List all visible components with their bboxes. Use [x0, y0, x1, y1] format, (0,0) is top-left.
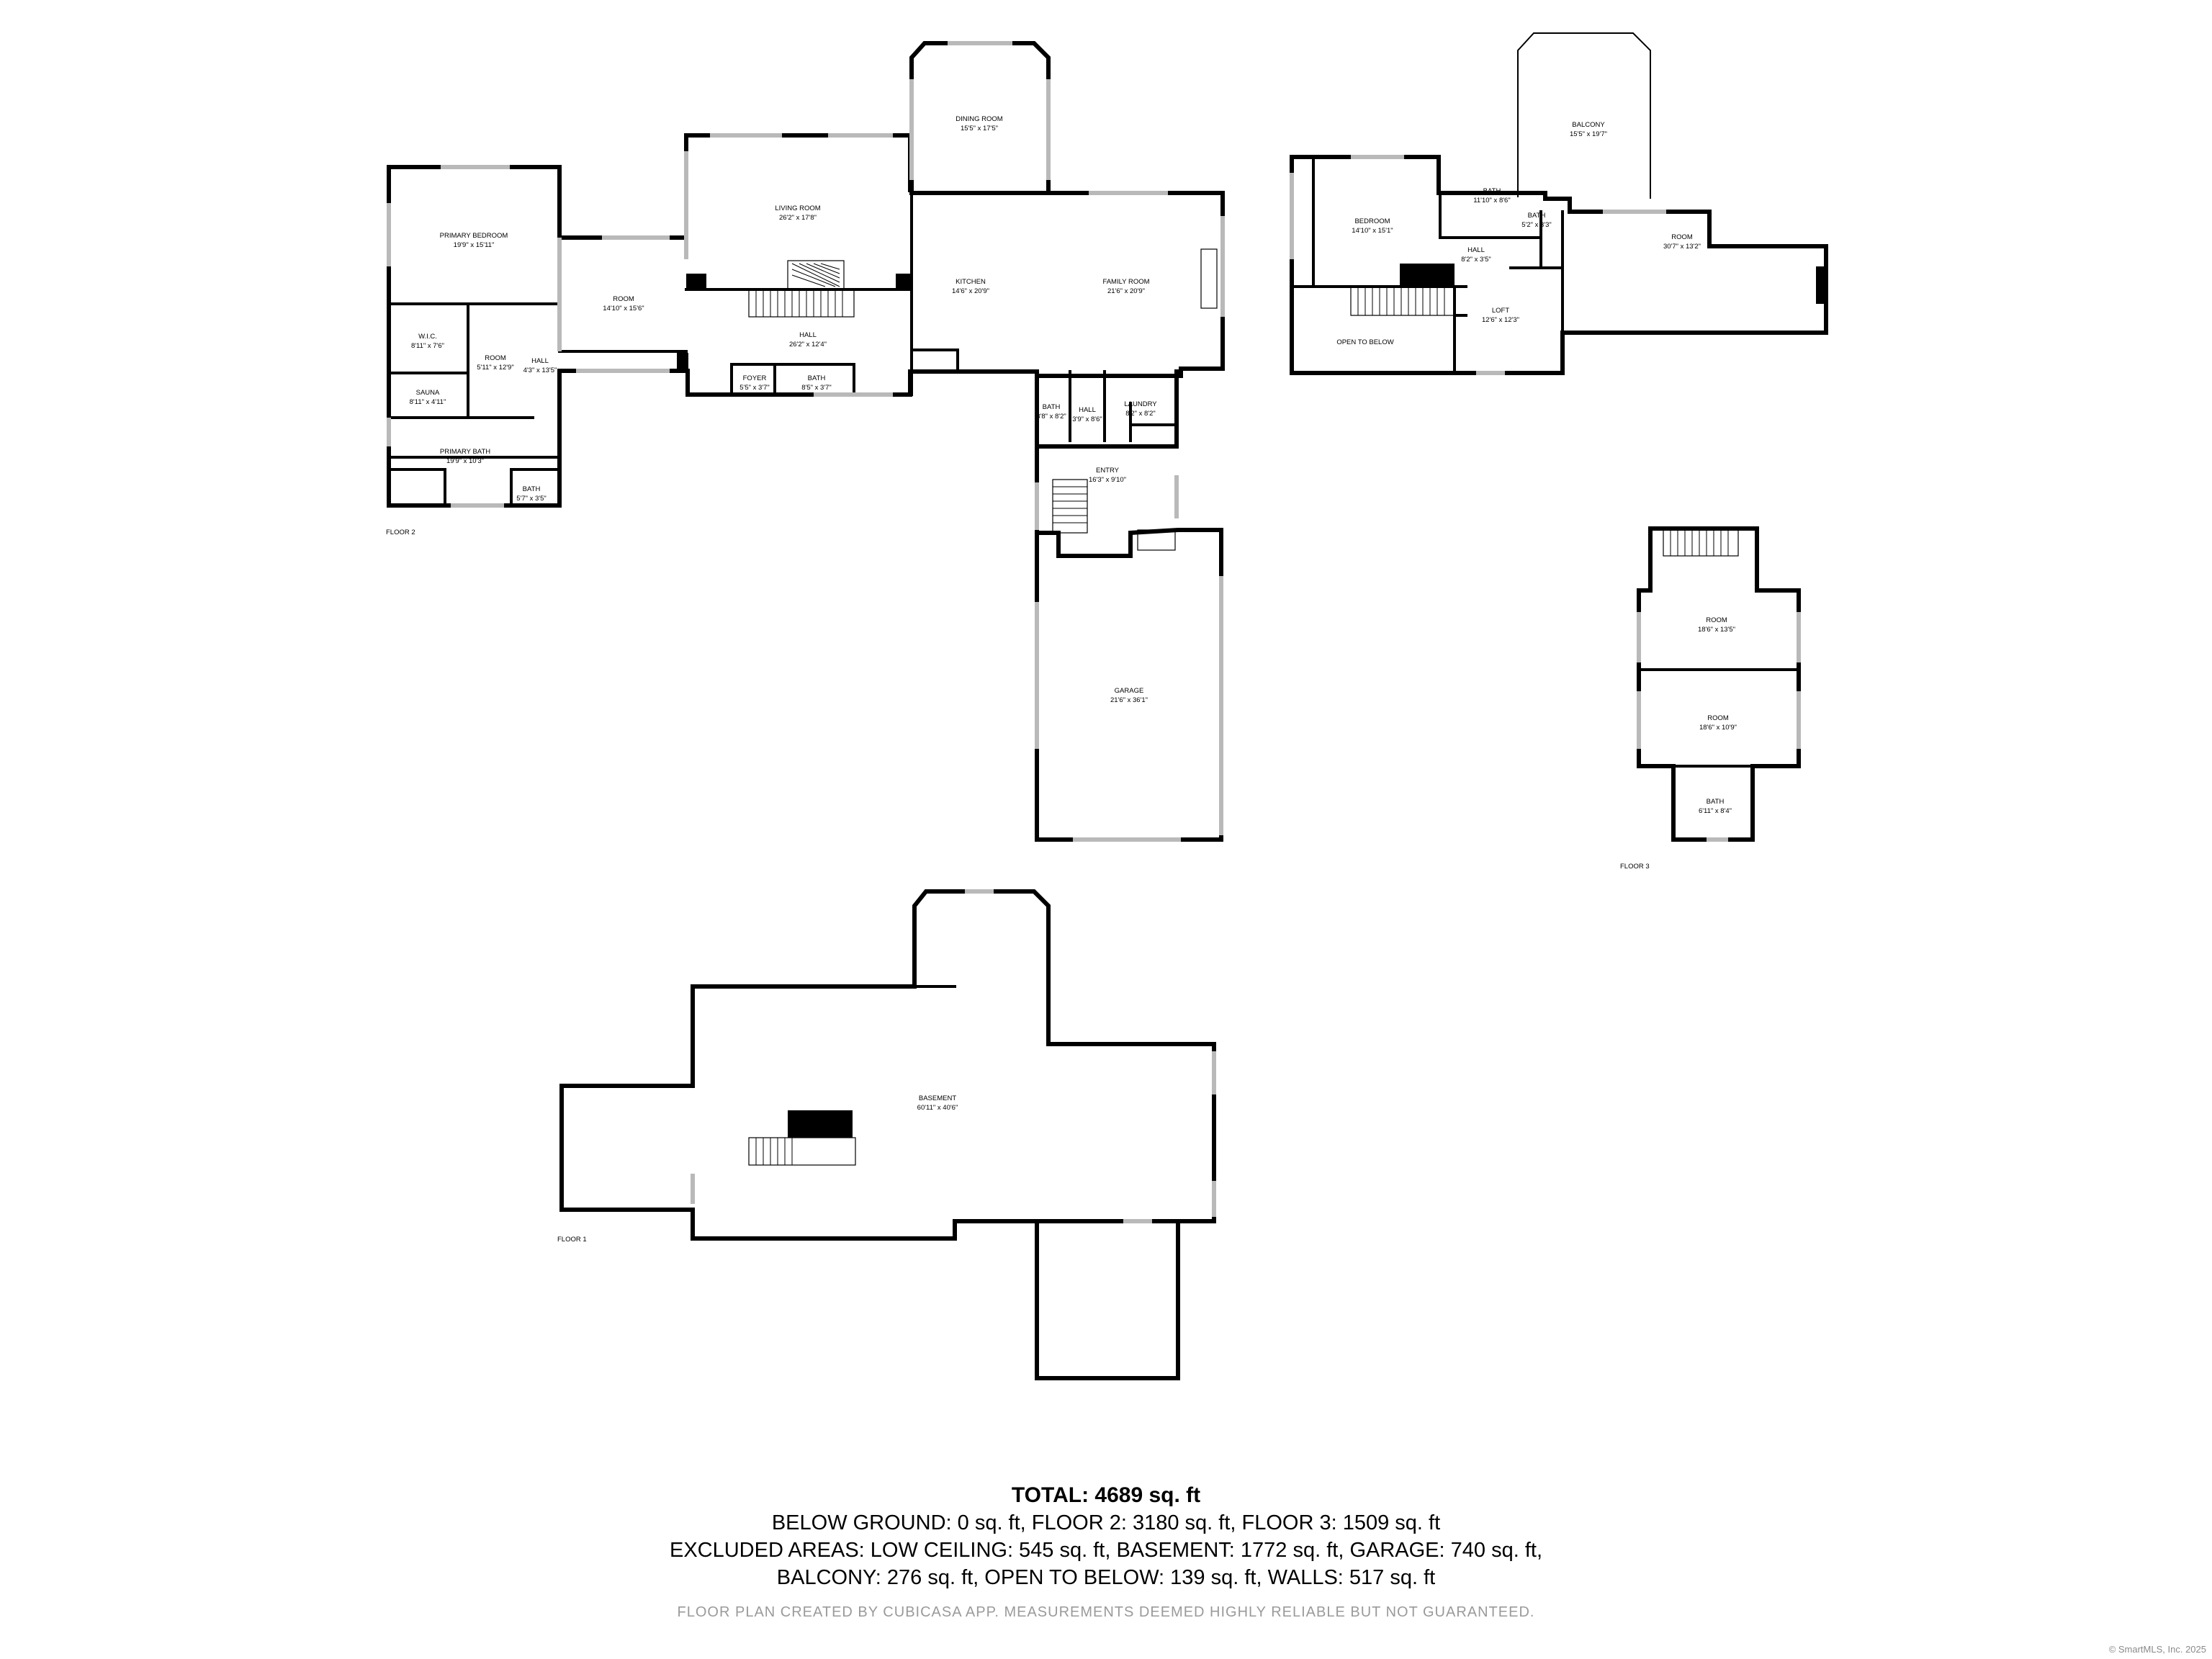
room-dim: 18'6" x 10'9" [1699, 724, 1737, 732]
room-dim: 26'2" x 12'4" [789, 341, 827, 349]
room-name: ROOM [485, 354, 506, 362]
copyright-credit: © SmartMLS, Inc. 2025 [2108, 1644, 2206, 1655]
room-dim: 18'6" x 13'5" [1698, 626, 1735, 634]
room-name: FAMILY ROOM [1102, 278, 1149, 286]
room-dim: 4'3" x 13'5" [523, 367, 557, 374]
room-dim: 8'11" x 4'11" [410, 398, 446, 406]
room-dim: 5'11" x 12'9" [477, 364, 513, 372]
room-dim: 8'11" x 7'6" [411, 342, 444, 350]
room-name: ROOM [1706, 616, 1727, 624]
room-dim: 26'2" x 17'8" [779, 214, 817, 222]
room-dim: 5'2" x 3'3" [1521, 221, 1552, 229]
floor-2-label: FLOOR 2 [386, 529, 415, 536]
room-name: ROOM [613, 295, 634, 303]
total-area: TOTAL: 4689 sq. ft [1011, 1483, 1201, 1507]
room-name: HALL [1467, 246, 1485, 254]
area-breakdown-line-1: BELOW GROUND: 0 sq. ft, FLOOR 2: 3180 sq… [771, 1511, 1441, 1534]
floor-2-plan [387, 41, 1225, 842]
room-name: PRIMARY BATH [440, 448, 490, 456]
floor-plan: PRIMARY BEDROOM 19'9" x 15'11" ROOM 14'1… [386, 32, 1828, 1380]
room-name: ENTRY [1096, 467, 1120, 475]
floor-labels: FLOOR 2 FLOOR 3 FLOOR 1 [386, 529, 1650, 1244]
room-dim: 14'10" x 15'1" [1352, 227, 1393, 235]
room-dim: 60'11" x 40'6" [917, 1104, 958, 1112]
room-dim: 19'9" x 15'11" [454, 241, 495, 249]
room-name: LAUNDRY [1124, 400, 1157, 408]
floor-3-plan [1290, 32, 1828, 375]
floor-3-label: FLOOR 3 [1620, 863, 1650, 871]
room-dim: 6'11" x 8'4" [1699, 807, 1732, 815]
area-summary: TOTAL: 4689 sq. ft BELOW GROUND: 0 sq. f… [0, 1482, 2212, 1591]
room-name: BASEMENT [919, 1094, 956, 1102]
room-name: BATH [523, 485, 541, 493]
room-name: BALCONY [1572, 121, 1605, 129]
room-name: DINING ROOM [956, 115, 1003, 123]
room-name: W.I.C. [418, 333, 437, 341]
floor-3-tower-plan [1637, 526, 1801, 842]
room-name: HALL [799, 331, 817, 339]
floor-1-plan [559, 889, 1216, 1380]
room-dim: 8'2" x 3'5" [1461, 256, 1491, 264]
room-dim: 21'6" x 20'9" [1107, 287, 1145, 295]
floor-1-label: FLOOR 1 [557, 1236, 587, 1244]
room-dim: 5'7" x 3'5" [516, 495, 547, 503]
room-name: LIVING ROOM [775, 204, 820, 212]
area-breakdown-line-3: BALCONY: 276 sq. ft, OPEN TO BELOW: 139 … [776, 1566, 1436, 1589]
room-dim: 8'2" x 8'2" [1125, 410, 1156, 418]
room-name: LOFT [1492, 307, 1509, 315]
room-name: ROOM [1707, 714, 1729, 722]
room-dim: 19'9" x 10'3" [446, 457, 484, 465]
room-dim: 21'6" x 36'1" [1110, 696, 1148, 704]
room-name: FOYER [743, 374, 767, 382]
room-dim: 8'5" x 3'7" [801, 384, 832, 392]
room-dim: 15'5" x 17'5" [961, 125, 998, 132]
room-name: BATH [1707, 798, 1725, 806]
room-name: HALL [531, 357, 549, 365]
room-name: KITCHEN [956, 278, 986, 286]
room-name: BATH [1483, 187, 1501, 195]
room-dim: 5'5" x 3'7" [739, 384, 770, 392]
room-dim: 15'5" x 19'7" [1570, 130, 1607, 138]
room-name: OPEN TO BELOW [1336, 338, 1393, 346]
room-dim: 11'10" x 8'6" [1473, 197, 1510, 204]
room-name: BEDROOM [1354, 217, 1390, 225]
room-name: HALL [1079, 406, 1096, 414]
room-name: BATH [1043, 403, 1061, 411]
room-dim: 30'7" x 13'2" [1663, 243, 1701, 251]
disclaimer: FLOOR PLAN CREATED BY CUBICASA APP. MEAS… [677, 1604, 1535, 1620]
room-name: ROOM [1671, 233, 1693, 241]
room-dim: 12'6" x 12'3" [1482, 316, 1519, 324]
room-name: BATH [808, 374, 826, 382]
room-name: BATH [1528, 212, 1546, 220]
room-dim: 14'10" x 15'6" [603, 305, 644, 313]
room-dim: 16'3" x 9'10" [1089, 476, 1126, 484]
room-dim: 3'8" x 8'2" [1036, 413, 1066, 421]
room-dim: 3'9" x 8'6" [1072, 415, 1102, 423]
room-name: GARAGE [1115, 687, 1144, 695]
room-dim: 14'6" x 20'9" [952, 287, 989, 295]
room-name: PRIMARY BEDROOM [440, 232, 508, 240]
area-breakdown-line-2: EXCLUDED AREAS: LOW CEILING: 545 sq. ft,… [669, 1539, 1542, 1562]
room-labels: PRIMARY BEDROOM 19'9" x 15'11" ROOM 14'1… [410, 115, 1737, 1112]
room-name: SAUNA [416, 389, 440, 397]
